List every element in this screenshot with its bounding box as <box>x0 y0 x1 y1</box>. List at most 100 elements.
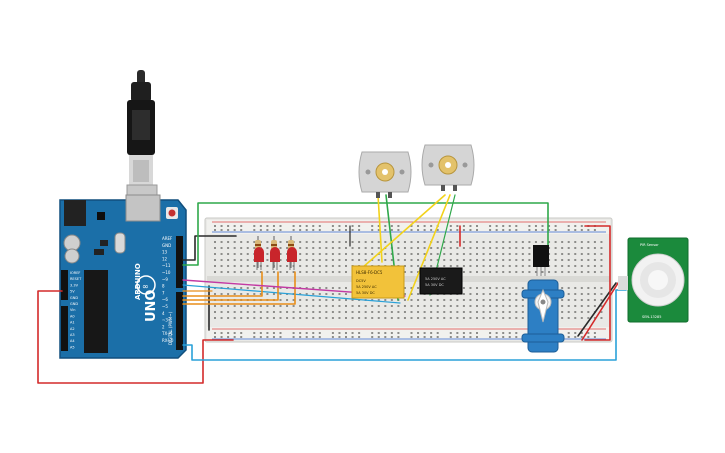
wire-orange-2[interactable] <box>182 271 279 301</box>
breadboard-hole <box>482 305 485 307</box>
breadboard-hole <box>299 317 302 319</box>
breadboard-hole <box>377 317 380 319</box>
breadboard-rail-hole <box>417 225 420 227</box>
breadboard-hole <box>325 287 328 289</box>
breadboard-hole <box>587 287 590 289</box>
breadboard-rail-hole <box>587 332 590 334</box>
breadboard-hole <box>325 299 328 301</box>
led-red-2[interactable] <box>270 247 280 270</box>
pir-sensor[interactable]: PIR Sensor SEN-13285 <box>618 237 689 323</box>
breadboard-hole <box>502 253 505 255</box>
relay-yellow-line-1: HLS8-F6-DC5 <box>356 270 383 275</box>
wire-red-pir[interactable] <box>581 279 621 341</box>
breadboard-hole <box>449 311 452 313</box>
breadboard-hole <box>286 247 289 249</box>
breadboard-rail-hole <box>489 336 492 338</box>
breadboard-hole <box>253 287 256 289</box>
breadboard-hole <box>508 271 511 273</box>
arduino-pin-label: A0 <box>70 314 75 318</box>
breadboard-hole <box>371 317 374 319</box>
breadboard-rail-hole <box>253 332 256 334</box>
breadboard-hole <box>214 241 216 243</box>
breadboard-hole <box>548 265 551 267</box>
breadboard-hole <box>587 265 590 267</box>
arduino-pin-label: A3 <box>70 333 75 337</box>
breadboard-rail-hole <box>259 225 262 227</box>
breadboard-rail-hole <box>390 229 393 231</box>
breadboard-hole <box>286 311 289 313</box>
breadboard-hole <box>338 253 341 255</box>
breadboard-rail-hole <box>397 225 400 227</box>
arduino-pin-label: RESET <box>70 277 82 281</box>
led-red-3[interactable] <box>287 247 297 270</box>
breadboard-hole <box>521 247 524 249</box>
breadboard-hole <box>312 247 315 249</box>
wire-yellow-motor2a[interactable] <box>361 194 446 269</box>
breadboard-rail-hole <box>227 336 230 338</box>
breadboard-rail-hole <box>351 336 354 338</box>
breadboard-hole <box>489 287 492 289</box>
breadboard-rail-hole <box>449 225 452 227</box>
breadboard-hole <box>528 271 531 273</box>
breadboard-hole <box>240 247 243 249</box>
breadboard-rail-hole <box>430 336 433 338</box>
servo-motor[interactable] <box>521 279 565 353</box>
breadboard-hole <box>403 311 406 313</box>
wire-red-5v[interactable] <box>37 290 234 384</box>
breadboard-hole <box>279 247 282 249</box>
breadboard-hole <box>384 311 387 313</box>
breadboard-hole <box>410 265 413 267</box>
breadboard-hole <box>397 241 400 243</box>
breadboard-hole <box>240 241 243 243</box>
breadboard-hole <box>574 287 577 289</box>
breadboard-rail-hole <box>312 225 315 227</box>
arduino-uno-board[interactable]: ARDUINO UNO DIGITAL (PWM~) ∞ AREFGND1312… <box>59 194 187 359</box>
wire-orange-1[interactable] <box>182 271 263 297</box>
breadboard-rail-hole <box>318 225 321 227</box>
breadboard-rail-hole <box>436 332 439 334</box>
breadboard-hole <box>305 305 308 307</box>
breadboard-hole <box>508 247 511 249</box>
breadboard-hole <box>417 317 420 319</box>
breadboard-hole <box>443 317 446 319</box>
wire-orange-3[interactable] <box>182 271 296 305</box>
breadboard-hole <box>410 271 413 273</box>
breadboard-hole <box>331 287 334 289</box>
breadboard-hole <box>436 253 439 255</box>
breadboard-hole <box>574 271 577 273</box>
breadboard-hole <box>312 287 315 289</box>
breadboard-hole <box>233 271 236 273</box>
relay-yellow[interactable]: HLS8-F6-DC5 DC5V 5A 250V AC 5A 30V DC <box>351 265 405 299</box>
breadboard-hole <box>423 305 426 307</box>
dc-motor-2[interactable] <box>421 144 475 191</box>
breadboard-hole <box>318 253 321 255</box>
wire-green-top[interactable] <box>182 202 549 266</box>
arduino-pin-label: TX→1 <box>161 331 174 336</box>
breadboard-hole <box>561 317 564 319</box>
breadboard-hole <box>299 271 302 273</box>
breadboard-hole <box>515 271 518 273</box>
breadboard-hole <box>489 305 492 307</box>
breadboard-rail-hole <box>358 332 361 334</box>
breadboard-rail-hole <box>587 336 590 338</box>
breadboard-rail-hole <box>272 225 275 227</box>
dc-motor-1[interactable] <box>358 151 412 198</box>
wire-blue-pir[interactable] <box>182 289 627 361</box>
wire-red-rail[interactable] <box>584 225 611 341</box>
breadboard-hole <box>567 317 570 319</box>
led-red-1[interactable] <box>254 247 264 270</box>
wire-black-gnd[interactable] <box>182 235 237 261</box>
breadboard-hole <box>240 265 243 267</box>
breadboard-rail-hole <box>423 336 426 338</box>
breadboard-hole <box>469 271 472 273</box>
breadboard-hole <box>462 299 465 301</box>
wire-blue-signal[interactable] <box>182 284 401 304</box>
wire-yellow-motor2b[interactable] <box>407 194 451 301</box>
breadboard-hole <box>403 265 406 267</box>
relay-black[interactable]: 5A 250V AC 5A 30V DC <box>419 267 463 295</box>
breadboard-hole <box>246 311 249 313</box>
transistor[interactable] <box>533 245 549 276</box>
breadboard-rail-hole <box>338 229 341 231</box>
breadboard-rail-hole <box>593 336 596 338</box>
breadboard-hole <box>521 287 524 289</box>
